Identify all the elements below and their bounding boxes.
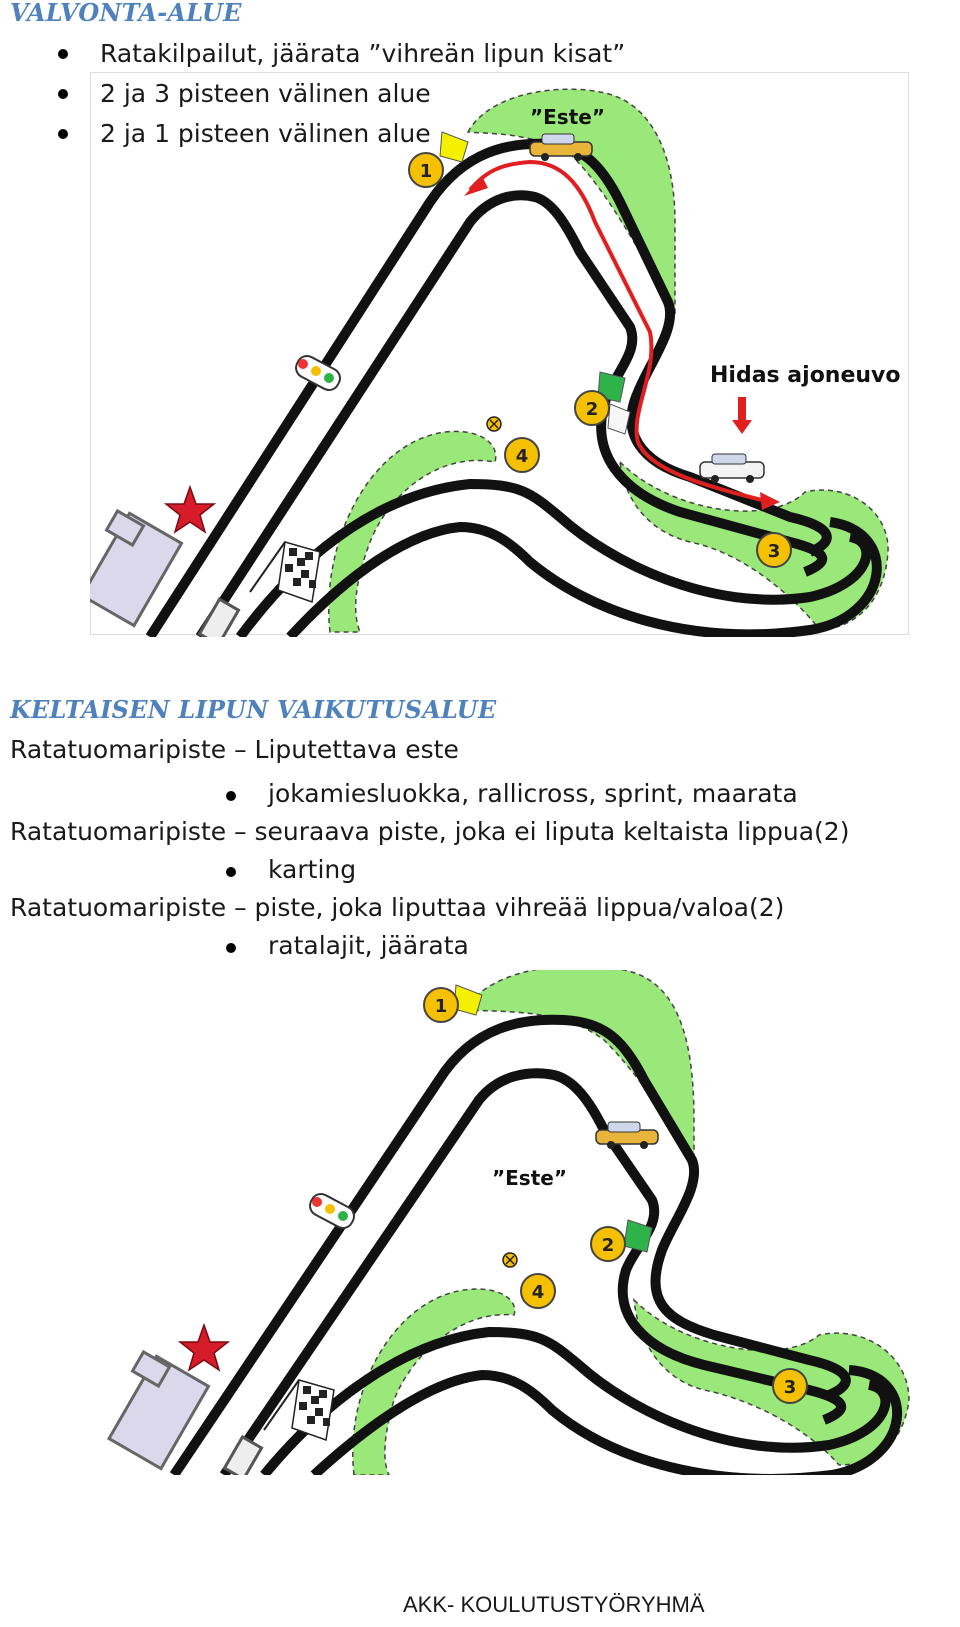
bullet-icon bbox=[226, 943, 236, 953]
bullet-text: 2 ja 1 pisteen välinen alue bbox=[100, 119, 431, 148]
marshal-post-1: 1 bbox=[408, 152, 444, 188]
grass-area bbox=[618, 459, 889, 631]
bullet-icon bbox=[58, 49, 68, 59]
section1-heading: VALVONTA-ALUE bbox=[10, 0, 242, 27]
traffic-light-icon bbox=[309, 1193, 355, 1229]
track-lower-inner bbox=[286, 517, 882, 637]
marshal-post-1: 1 bbox=[423, 987, 459, 1023]
start-building-icon bbox=[106, 1349, 211, 1471]
bullet-icon bbox=[58, 89, 68, 99]
obstacle-car-icon bbox=[595, 1121, 659, 1149]
red-arrow-path bbox=[468, 159, 771, 504]
track-diagram-2: 1 2 3 4 ”Este” bbox=[106, 970, 910, 1475]
cross-marker-icon bbox=[502, 1252, 518, 1268]
post-number: 3 bbox=[768, 541, 781, 562]
white-flag-icon bbox=[607, 403, 631, 435]
post-number: 3 bbox=[784, 1377, 797, 1398]
row-2-sub: karting bbox=[226, 855, 357, 884]
obstacle-car-icon bbox=[529, 133, 593, 161]
cross-marker-icon bbox=[486, 416, 502, 432]
track-lower-inner bbox=[310, 1365, 902, 1475]
checkered-flag-icon bbox=[249, 541, 321, 604]
footer-text: AKK- KOULUTUSTYÖRYHMÄ bbox=[403, 1592, 705, 1617]
track-lower-outer bbox=[235, 478, 872, 637]
bullet-text: 2 ja 3 pisteen välinen alue bbox=[100, 79, 431, 108]
green-flag-icon bbox=[597, 371, 626, 403]
bullet-text: Ratakilpailut, jäärata ”vihreän lipun ki… bbox=[100, 39, 626, 68]
bullet-icon bbox=[226, 867, 236, 877]
star-icon bbox=[163, 484, 217, 534]
section2-heading: KELTAISEN LIPUN VAIKUTUSALUE bbox=[10, 695, 497, 724]
track-lower-outer bbox=[260, 1326, 891, 1475]
post-number: 4 bbox=[532, 1282, 545, 1303]
arrow-head-icon bbox=[760, 492, 780, 510]
marshal-post-2: 2 bbox=[574, 390, 610, 426]
row-2-text: Ratatuomaripiste – seuraava piste, joka … bbox=[10, 817, 850, 846]
start-line-marker bbox=[222, 1434, 264, 1475]
slow-vehicle-label: Hidas ajoneuvo bbox=[710, 363, 901, 388]
row-1-sub: jokamiesluokka, rallicross, sprint, maar… bbox=[226, 779, 798, 808]
slow-car-icon bbox=[699, 453, 765, 483]
bullet-text: jokamiesluokka, rallicross, sprint, maar… bbox=[268, 779, 798, 808]
grass-area bbox=[462, 970, 695, 1171]
bullet-text: karting bbox=[268, 855, 357, 884]
star-icon bbox=[177, 1322, 231, 1372]
traffic-light-icon bbox=[295, 355, 341, 391]
arrow-head-icon bbox=[464, 176, 488, 196]
marshal-post-3: 3 bbox=[772, 1368, 808, 1404]
checkered-flag-icon bbox=[263, 1379, 335, 1442]
slow-vehicle-arrow-icon bbox=[738, 397, 746, 423]
track-outer-edge bbox=[169, 1014, 851, 1475]
post-number: 4 bbox=[516, 446, 529, 467]
post-number: 2 bbox=[586, 399, 599, 420]
green-flag-icon bbox=[623, 1219, 653, 1253]
post-number: 2 bbox=[602, 1235, 615, 1256]
bullet-icon bbox=[58, 129, 68, 139]
track-outer-edge bbox=[145, 138, 832, 637]
start-line-marker bbox=[197, 597, 241, 637]
marshal-post-4: 4 bbox=[504, 437, 540, 473]
marshal-post-3: 3 bbox=[756, 532, 792, 568]
marshal-post-4: 4 bbox=[520, 1273, 556, 1309]
post-number: 1 bbox=[420, 161, 433, 182]
bullet-icon bbox=[226, 791, 236, 801]
obstacle-label: ”Este” bbox=[530, 105, 605, 129]
grass-area bbox=[352, 1288, 516, 1475]
grass-area bbox=[466, 88, 676, 315]
marshal-post-2: 2 bbox=[590, 1226, 626, 1262]
post-number: 1 bbox=[435, 996, 448, 1017]
row-1-text: Ratatuomaripiste – Liputettava este bbox=[10, 735, 459, 764]
row-3-sub: ratalajit, jäärata bbox=[226, 931, 469, 960]
obstacle-label: ”Este” bbox=[492, 1166, 567, 1190]
track-diagram-1: 1 2 3 4 ”Este” Hidas ajoneuvo bbox=[90, 72, 909, 637]
bullet-text: ratalajit, jäärata bbox=[268, 931, 469, 960]
row-3-text: Ratatuomaripiste – piste, joka liputtaa … bbox=[10, 893, 785, 922]
yellow-flag-icon bbox=[439, 131, 469, 163]
start-building-icon bbox=[90, 508, 184, 628]
